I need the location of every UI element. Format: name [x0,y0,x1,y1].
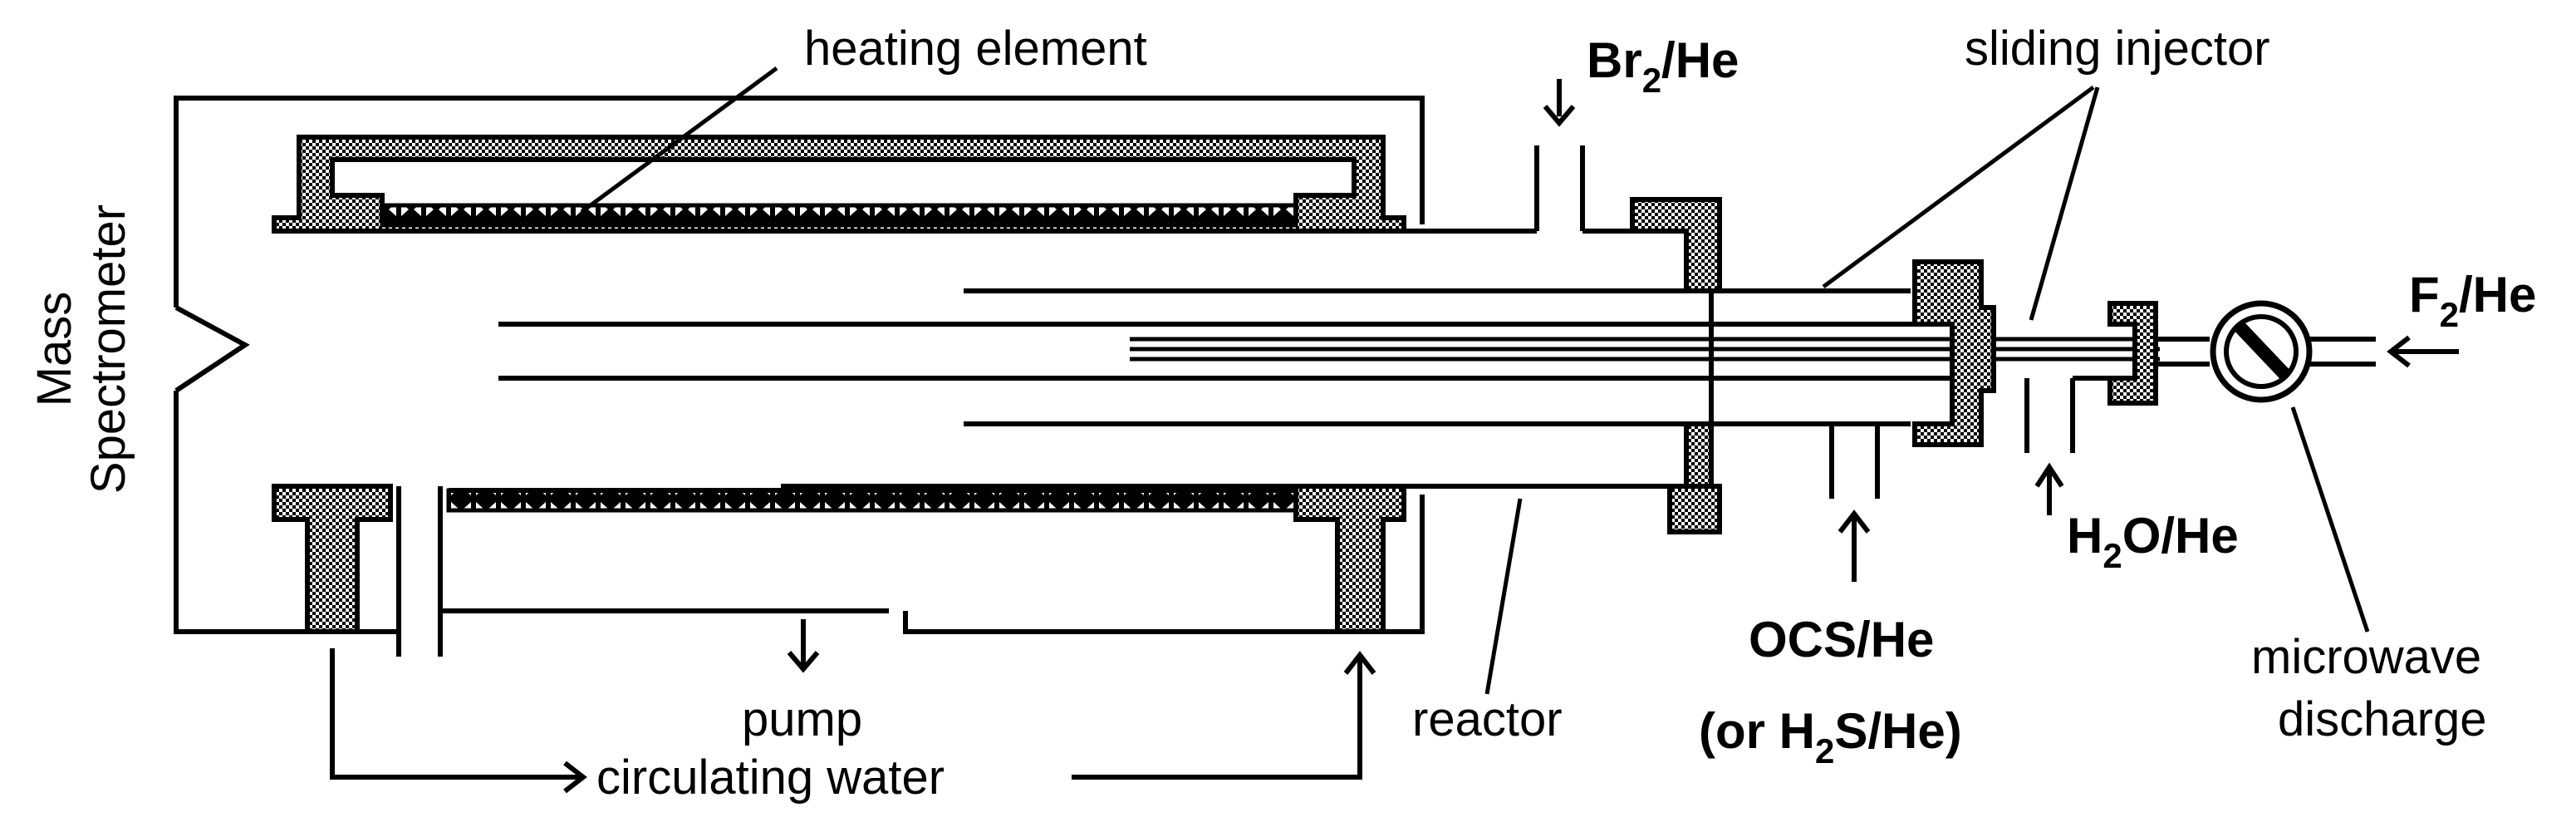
microwave-discharge-cavity [2156,300,2376,403]
label-br2-he: Br2/He [1587,32,1739,100]
label-h2s-he: (or H2S/He) [1699,703,1962,770]
label-f2-he: F2/He [2409,267,2536,334]
label-ocs-he: OCS/He [1749,612,1934,667]
label-pump: pump [742,692,862,746]
label-circulating-water: circulating water [596,751,945,805]
label-mass-spectrometer-2: Spectrometer [81,204,135,494]
arrows-and-leaders [330,66,2459,794]
label-discharge: discharge [2278,692,2486,746]
label-mass-spectrometer-1: Mass [27,292,81,407]
sliding-injector-tubes [498,288,2160,499]
tube-fittings [1630,197,2158,534]
label-reactor: reactor [1412,692,1563,746]
water-and-pump-ports [396,486,889,657]
bottom-heating-jacket [272,484,1406,634]
outer-housing [174,96,1425,657]
label-microwave: microwave [2251,630,2481,684]
reactor-tube [781,145,1670,489]
top-heating-jacket [272,135,1406,234]
labels: Mass Spectrometer heating element Br2/He… [27,22,2536,805]
label-h2o-he: H2O/He [2067,508,2239,575]
label-heating-element: heating element [804,22,1147,76]
label-sliding-injector: sliding injector [1965,22,2270,76]
